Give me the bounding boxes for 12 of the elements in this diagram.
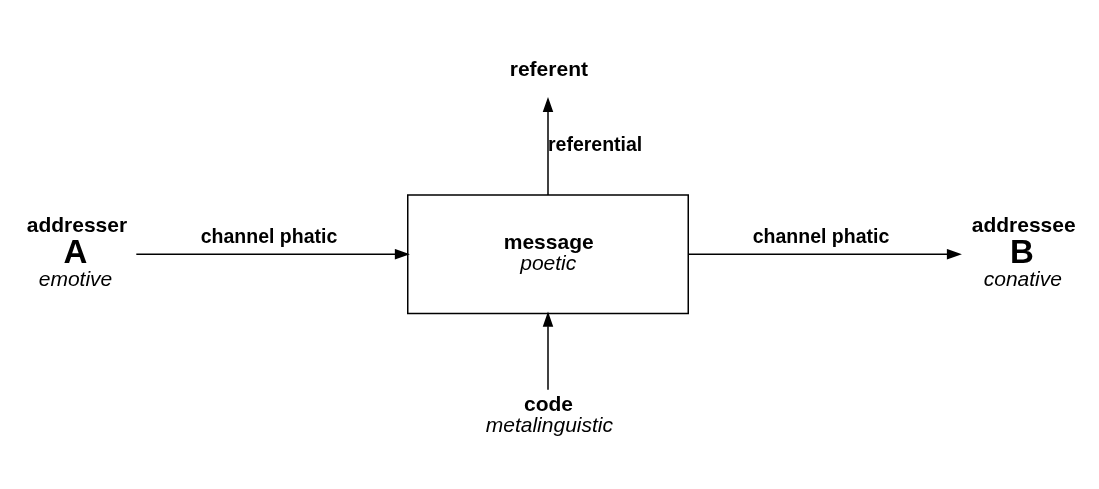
node-text: code metalinguistic <box>485 392 613 437</box>
node-label: conative <box>983 267 1062 291</box>
arrow <box>542 96 554 196</box>
edge-label: referential <box>548 132 643 155</box>
edge-label: channel phatic <box>200 224 338 247</box>
node-box: message poetic <box>407 194 689 315</box>
node-label: emotive <box>38 267 113 291</box>
edge-label: channel phatic <box>752 224 890 247</box>
arrow <box>542 311 554 391</box>
node-text: referent <box>509 57 588 81</box>
arrow <box>135 249 410 260</box>
arrow <box>687 249 962 260</box>
